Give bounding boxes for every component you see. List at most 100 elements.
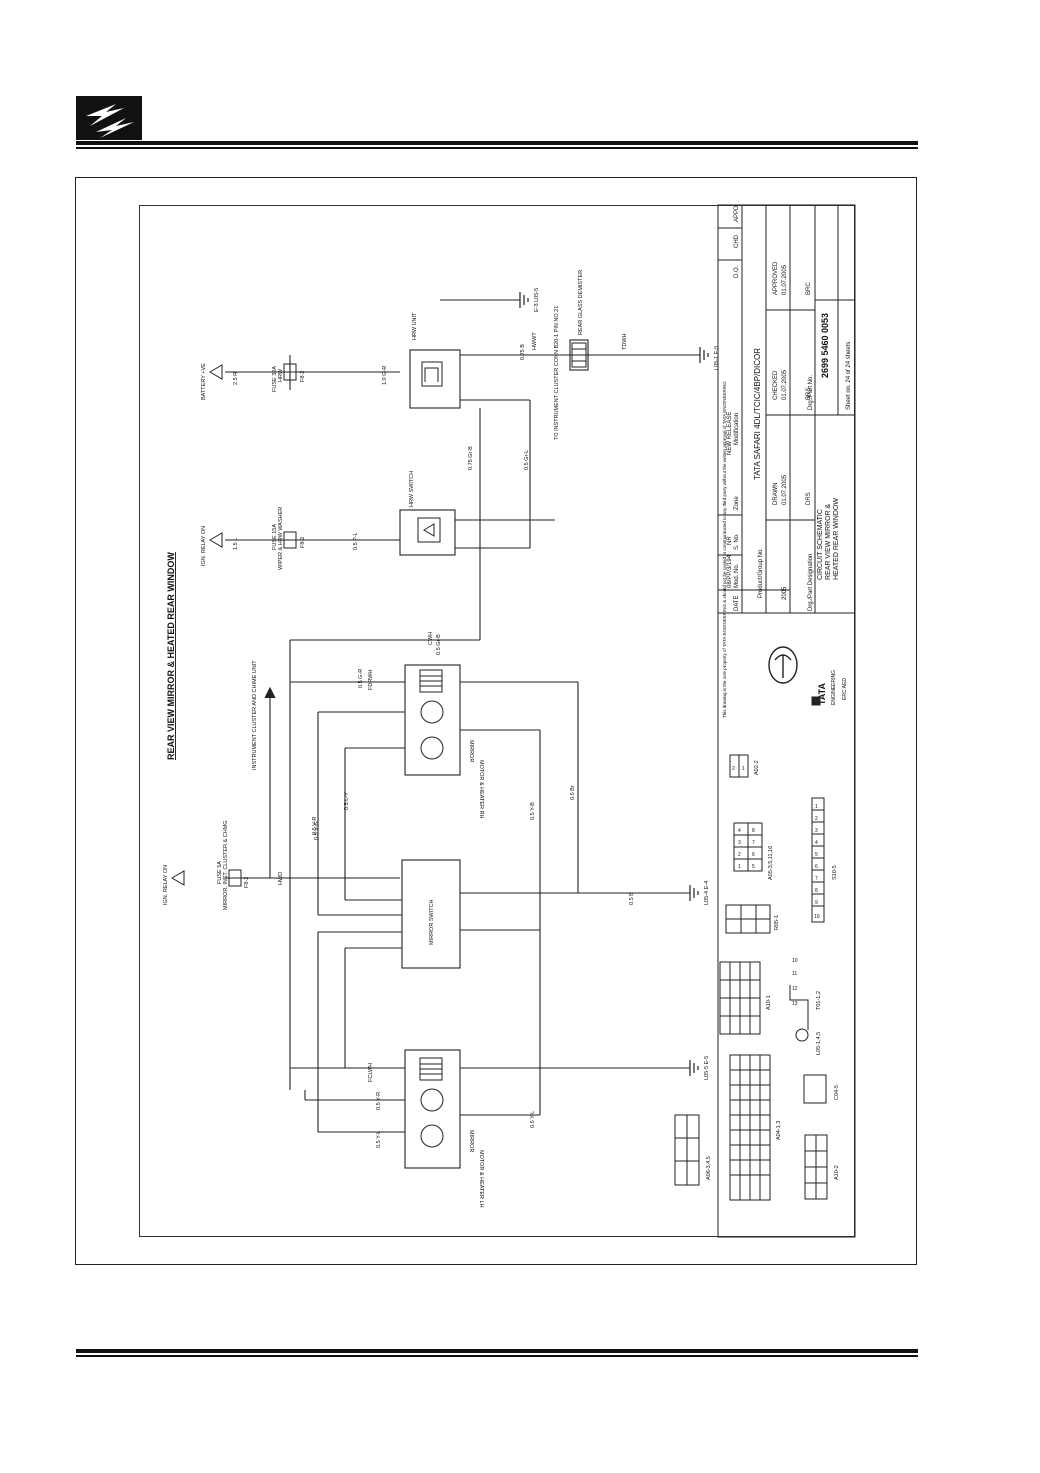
mirror-lh-label: MIRROR: [468, 1130, 474, 1152]
wire-18: 0.5 Y-L: [376, 1131, 382, 1148]
wire-1: 0.5 G-R: [358, 669, 364, 688]
tb-approved-date: 01.07.2005: [782, 264, 788, 295]
pin-s10-2: 9: [815, 900, 818, 906]
wires: [225, 299, 700, 1169]
wire-15: 0.5 V-G: [314, 821, 320, 840]
conn-a05: A05-3,5,11,16: [768, 846, 774, 880]
mirror-components: [417, 342, 587, 1148]
wire-16: 0.5 L-Y: [344, 792, 350, 810]
connector-views: [674, 754, 828, 1201]
pin-s10-9: 2: [815, 816, 818, 822]
fuse-hrw-ref: F8-2: [300, 371, 306, 382]
mirror-switch-label: MIRROR SWITCH: [429, 899, 435, 945]
tb-new-release: NEW RELEASE: [727, 412, 733, 455]
connector-labels: A02-2 A05-3,5,11,16 S10-5 R05-1 T01-1,2 …: [706, 760, 840, 1180]
pin-t01-1: 13: [792, 1001, 798, 1007]
tb-dept: ERC AED: [842, 678, 848, 700]
fuse-wiper-rating: FUSE 15A: [272, 524, 278, 550]
to-cluster-label: TO INSTRUMENT CLUSTER CONN B20-1 PIN NO …: [554, 306, 560, 440]
conn-a04: A04-1,3: [776, 1121, 782, 1140]
tb-drawn-by: DRS: [806, 492, 812, 505]
fuse-wiper-ref: F8-2: [300, 537, 306, 548]
pin-a02-1: 2: [732, 766, 735, 772]
conn-l05: L05-1,4,5: [816, 1032, 822, 1055]
lightning-logo: [76, 96, 142, 140]
tb-year: 2005: [782, 586, 788, 600]
header-rule-thin: [76, 147, 918, 149]
tb-modification: Modification: [734, 413, 740, 445]
tb-notice: This drawing is the sole property of TAT…: [722, 381, 727, 718]
fuse-hrw-desc: HRW: [278, 368, 284, 382]
source-ign-relay-2: IGN. RELAY ON: [201, 526, 207, 566]
pin-a05-5: 8: [752, 828, 755, 834]
pin-a05-1: 4: [738, 828, 741, 834]
header-rule-thick: [76, 141, 918, 145]
tag-hwwt: HWWT: [532, 332, 538, 350]
pin-s10-10: 1: [815, 804, 818, 810]
tag-hwd: HWD: [278, 872, 284, 885]
tb-checked-date: 01.07.2005: [782, 369, 788, 400]
pin-s10-7: 4: [815, 840, 818, 846]
wire-3: 0.75 Gr-B: [468, 446, 474, 470]
footer-rule-thick: [76, 1349, 918, 1353]
wire-7: 0.5 Gr-L: [524, 450, 530, 470]
tb-sheet: Sheet no. 24 of 24 sheets: [846, 342, 852, 410]
wire-11: 2.5 R: [233, 372, 239, 385]
source-battery: BATTERY +VE: [201, 363, 207, 400]
mirror-lh-sub: MOTOR & HEATER LH: [478, 1150, 484, 1208]
tb-part-no: 2699 5460 0053: [820, 313, 830, 378]
tb-zone: Zone: [734, 496, 740, 510]
fuses: [228, 363, 297, 887]
pin-a05-8: 5: [752, 864, 755, 870]
hrw-unit-label: HRW UNIT: [412, 312, 418, 340]
tb-sno: S. No.: [734, 533, 740, 550]
wire-13: 0.5 P-L: [353, 532, 359, 550]
mirror-rh-label: MIRROR: [468, 740, 474, 762]
hrw-switch-label: HRW SWITCH: [409, 471, 415, 507]
source-symbols: [171, 364, 223, 886]
tb-rev-code: 08/PP/3/194: [727, 554, 733, 588]
fuse-wiper-desc: WIPER & HRW WASHER: [278, 507, 284, 570]
pin-a05-2: 3: [738, 840, 741, 846]
pin-a05-4: 1: [738, 864, 741, 870]
wire-9: 0.5 B: [629, 892, 635, 905]
fuse-mirror-rating: FUSE 5A: [217, 861, 223, 884]
footer-rule-thin: [76, 1355, 918, 1357]
conn-a10-1: A10-1: [766, 995, 772, 1010]
title-block: [717, 204, 856, 1238]
inst-cluster-label: INSTRUMENT CLUSTER AND CHIME UNIT: [252, 660, 258, 770]
diagram-title: REAR VIEW MIRROR & HEATED REAR WINDOW: [166, 552, 176, 760]
tb-approved-by: BRC: [806, 282, 812, 295]
demister-label: REAR GLASS DEMISTER: [578, 270, 584, 335]
tb-schematic-title-3: HEATED REAR WINDOW: [833, 498, 840, 580]
tag-fclwh: FCLWH: [368, 1063, 374, 1082]
tag-fdrwh: FDRWH: [368, 670, 374, 690]
tb-do: D.O.: [734, 265, 740, 278]
tb-drawn: DRAWN: [773, 483, 779, 505]
tb-product-group: Product/Group No.: [758, 548, 764, 598]
connector-pin-numbers: 2 1 4 3 2 1 8 7 6 5 10 9 8 7 6 5 4 3 2 1…: [732, 766, 820, 1007]
ground-symbols: [519, 292, 709, 1076]
tb-appd: APPD: [734, 205, 740, 222]
diagram-labels: BATTERY +VE IGN. RELAY ON IGN. RELAY ON …: [163, 270, 720, 1208]
tb-approved: APPROVED: [773, 261, 779, 295]
fuse-mirror-desc: MIRROR, INST. CLUSTER & CHMG: [223, 820, 229, 910]
tb-checked-by: BRS: [806, 388, 812, 400]
tb-mod-no: Mod. No.: [734, 563, 740, 588]
conn-a02: A02-2: [754, 760, 760, 775]
pin-a05-3: 2: [738, 852, 741, 858]
tb-brand: TATA: [817, 683, 827, 705]
pin-s10-8: 3: [815, 828, 818, 834]
tb-chd: CHD: [734, 234, 740, 248]
conn-s10: S10-5: [832, 865, 838, 880]
conn-t01: T01-1,2: [816, 991, 822, 1010]
wire-12: 1.5 L: [233, 538, 239, 550]
fuse-hrw-rating: FUSE 30A: [272, 366, 278, 392]
tb-part-designation: Drg./Part Designation: [808, 554, 814, 611]
ground-3: L05-1 E-5: [714, 346, 720, 370]
tb-schematic-title-2: REAR VIEW MIRROR &: [825, 503, 832, 580]
wire-14: 0.5 Y-L: [530, 1111, 536, 1128]
wire-2: 0.5 Gr-B: [436, 634, 442, 655]
tb-drawn-date: 01.07.2005: [782, 474, 788, 505]
